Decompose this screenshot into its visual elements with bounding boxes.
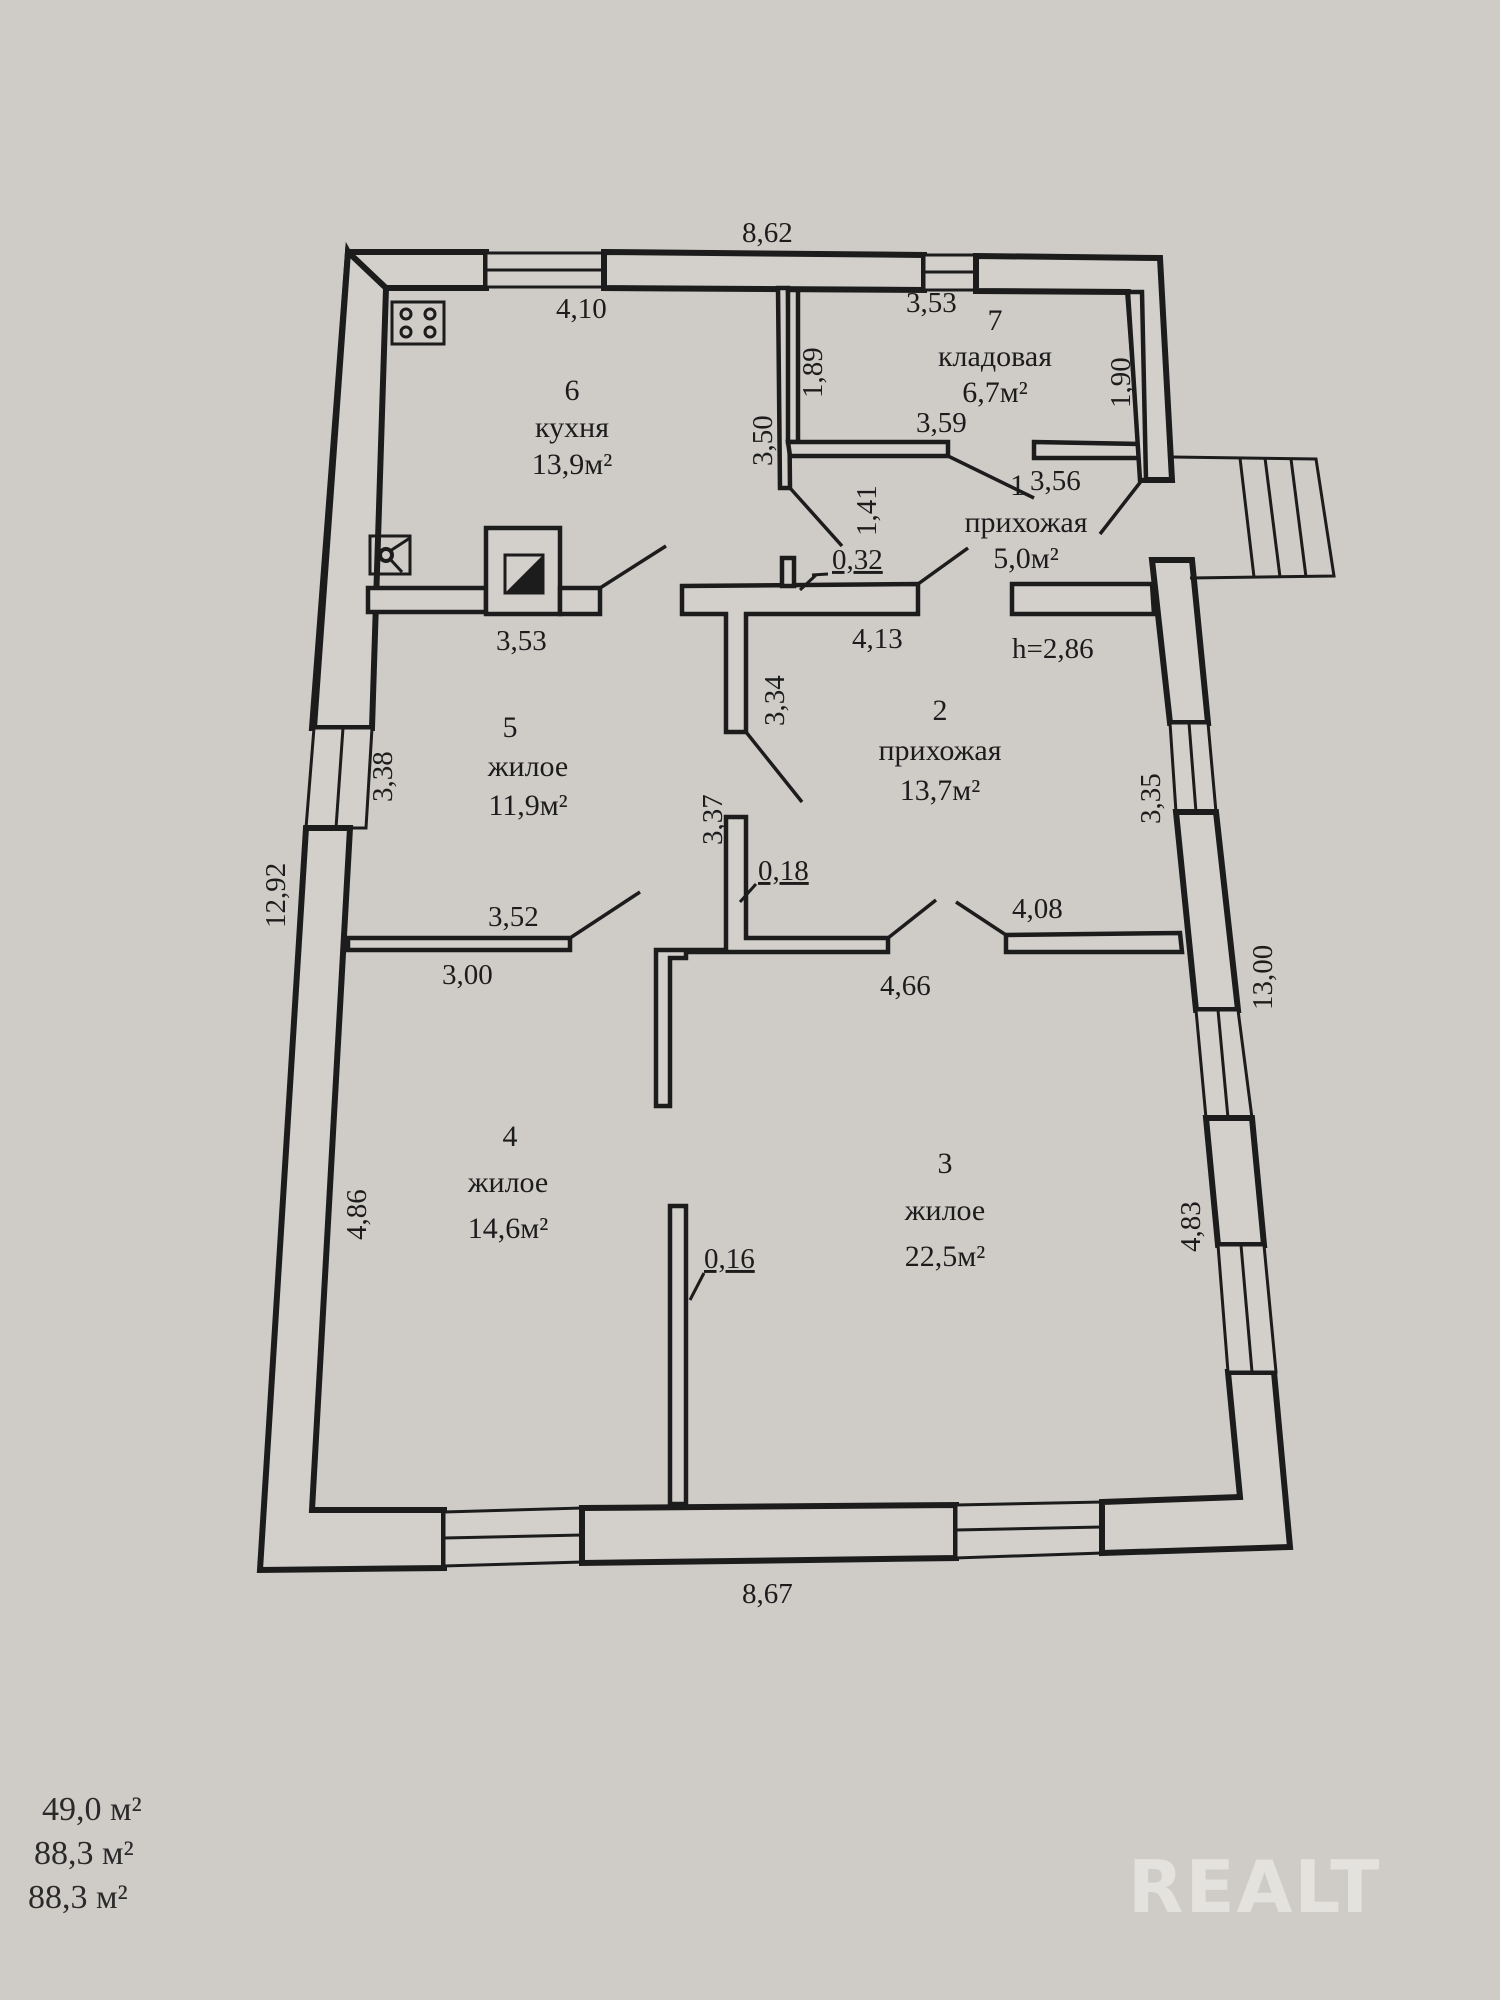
wall-hall-bottom-right <box>1003 930 1185 955</box>
door-room4 <box>569 890 641 940</box>
wall-left-lower <box>256 825 447 1574</box>
dim-outer-bottom: 8,67 <box>742 1578 793 1610</box>
room-7-area: 6,7м² <box>962 376 1027 409</box>
dim-hall2-top: 4,13 <box>852 623 903 655</box>
wall-storage-right <box>1125 289 1149 483</box>
sink-icon <box>368 534 412 576</box>
dim-storage-right: 1,90 <box>1105 357 1137 408</box>
total-area: 88,3 м² <box>34 1835 134 1872</box>
room-4-area: 14,6м² <box>468 1212 548 1245</box>
room-4-number: 4 <box>503 1120 518 1153</box>
dim-hall2-bottom-right: 4,08 <box>1012 893 1063 925</box>
room-1-name: прихожая <box>964 506 1087 539</box>
area-totals: 49,0 м² 88,3 м² 88,3 м² <box>28 1788 142 1920</box>
dimension-labels: 8,62 8,67 12,92 13,00 h=2,86 4,10 3,50 3… <box>260 217 1279 1610</box>
wall-left-upper-fill <box>310 245 390 731</box>
wall-hall-top <box>679 581 921 735</box>
dim-room3-side: 4,83 <box>1175 1201 1207 1252</box>
room-5-name: жилое <box>487 750 568 783</box>
room-1-area: 5,0м² <box>993 542 1058 575</box>
window-top-1 <box>484 251 606 289</box>
room-7-number: 7 <box>988 304 1003 337</box>
room-2-name: прихожая <box>878 734 1001 767</box>
wall-stub-032 <box>779 555 797 589</box>
window-right-2 <box>1194 1008 1254 1120</box>
room-6-area: 13,9м² <box>532 448 612 481</box>
room-3-name: жилое <box>904 1194 985 1227</box>
wall-right-3 <box>1202 1115 1268 1248</box>
doors <box>569 454 1144 940</box>
window-right-3 <box>1216 1243 1278 1374</box>
stairs-icon <box>1171 455 1336 580</box>
realt-watermark-logo: REALT <box>1128 1845 1382 1929</box>
door-hall1-kitchen <box>788 486 844 548</box>
dim-outer-top: 8,62 <box>742 217 793 249</box>
wall-storage-bottom-left <box>785 439 951 459</box>
door-entry <box>1098 478 1144 536</box>
dim-hall1-side: 1,41 <box>851 485 883 536</box>
window-bottom-1 <box>442 1506 584 1568</box>
room-7-name: кладовая <box>938 340 1052 373</box>
room-6-number: 6 <box>565 374 580 407</box>
room-3-number: 3 <box>938 1147 953 1180</box>
door-kitchen <box>599 544 667 590</box>
wall-hall-right-top <box>1009 581 1157 617</box>
room-2-number: 2 <box>933 694 948 727</box>
dim-room5-bottom: 3,52 <box>488 901 539 933</box>
stove-icon <box>390 300 446 346</box>
wall-right-1 <box>1148 557 1212 726</box>
room-1-number: 1 <box>1010 469 1025 502</box>
door-room5 <box>744 730 804 804</box>
room-2-area: 13,7м² <box>900 774 980 807</box>
window-right-1 <box>1168 721 1218 814</box>
wall-room5-room4 <box>345 935 573 953</box>
wall-storage-bottom-right <box>1031 439 1143 461</box>
room-labels: 6 кухня 13,9м² 7 кладовая 6,7м² 1 прихож… <box>467 304 1088 1273</box>
dim-outer-right: 13,00 <box>1247 945 1279 1010</box>
wall-bottom-right <box>1099 1369 1294 1557</box>
door-storage <box>947 454 1035 500</box>
dim-kitchen-bottom: 3,53 <box>496 625 547 657</box>
dim-partition-018: 0,18 <box>758 855 809 887</box>
dim-partition-032: 0,32 <box>832 544 883 576</box>
window-left <box>304 726 374 830</box>
dim-ceiling-height: h=2,86 <box>1012 633 1094 665</box>
dim-room4-top: 3,00 <box>442 959 493 991</box>
dim-room3-top: 4,66 <box>880 970 931 1002</box>
dim-kitchen-side: 3,50 <box>747 415 779 466</box>
dim-storage-bottom: 3,59 <box>916 407 967 439</box>
total-living-area: 49,0 м² <box>42 1791 142 1828</box>
wall-hall-bottom <box>653 814 891 1109</box>
dim-outer-left: 12,92 <box>260 863 292 928</box>
dim-room5-side: 3,38 <box>367 751 399 802</box>
window-top-2 <box>922 253 978 292</box>
door-room3-right <box>955 900 1007 937</box>
interior-walls <box>345 285 1185 1507</box>
total-area-overall: 88,3 м² <box>28 1879 128 1916</box>
window-bottom-2 <box>954 1500 1104 1560</box>
wall-kitchen-room5-left <box>365 585 489 615</box>
room-6-name: кухня <box>535 411 609 444</box>
dim-hall2-left: 3,34 <box>759 675 791 726</box>
dim-partition-337: 3,37 <box>697 794 729 845</box>
chimney-icon <box>503 553 545 595</box>
wall-top-mid <box>601 248 927 294</box>
door-room3-left <box>886 898 938 940</box>
wall-bottom-mid <box>579 1501 959 1567</box>
wall-room4-room3-lower <box>667 1203 689 1507</box>
wall-kitchen-room5-right <box>557 585 603 617</box>
dim-hall2-right: 3,35 <box>1135 773 1167 824</box>
room-5-area: 11,9м² <box>488 789 567 822</box>
dim-kitchen-top: 4,10 <box>556 293 607 325</box>
room-3-area: 22,5м² <box>905 1240 985 1273</box>
room-5-number: 5 <box>503 711 518 744</box>
dim-storage-left: 1,89 <box>797 347 829 398</box>
dim-hall1-width: 3,56 <box>1030 465 1081 497</box>
door-hall1-hall2 <box>916 546 970 586</box>
dim-room4-side: 4,86 <box>341 1189 373 1240</box>
wall-right-2 <box>1172 809 1242 1013</box>
dim-storage-top: 3,53 <box>906 287 957 319</box>
dim-partition-016: 0,16 <box>704 1243 755 1275</box>
room-4-name: жилое <box>467 1166 548 1199</box>
